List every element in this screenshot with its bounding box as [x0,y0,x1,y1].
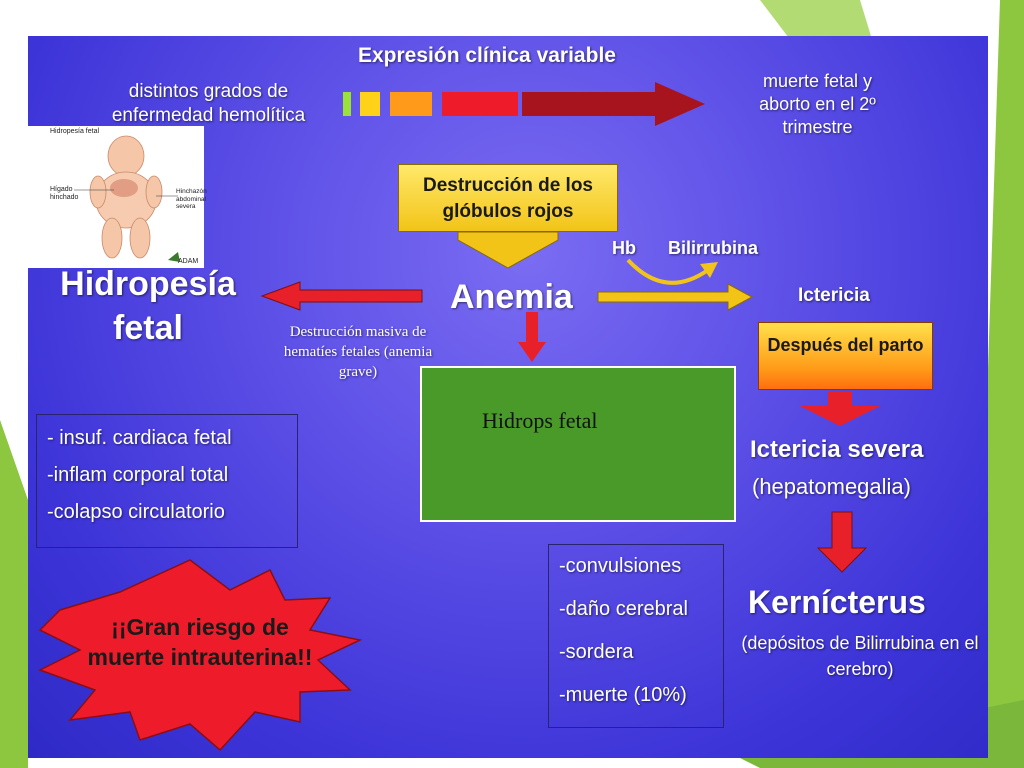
severity-segment-1 [343,92,351,116]
hepatomegalia-label: (hepatomegalia) [752,474,911,499]
illustration-label-swelling: Hinchazón abdominal severa [176,188,207,210]
severity-segment-3 [390,92,432,116]
baby-figure [74,135,180,262]
illustration-title: Hidropesía fetal [50,128,100,135]
bilirrubina-arrowhead [700,262,718,278]
arrow-down-to-anemia [457,231,559,269]
kernicterus-label: Kernícterus [748,584,926,620]
arrow-to-ictericia [597,283,754,311]
hydrops-symptom: -inflam corporal total [47,464,229,486]
arrow-down-to-ictericia-severa [800,392,880,426]
green-stripe-right [790,0,1024,768]
hidrops-overlay-text: Hidrops fetal [482,408,598,433]
illustration-label-liver: Hígado hinchado [50,186,79,201]
illustration-credit: ADAM [178,258,199,265]
hydrops-symptom: - insuf. cardiaca fetal [47,427,232,449]
anemia-label: Anemia [450,278,573,316]
kernicterus-symptom: -muerte (10%) [559,684,687,706]
severity-segment-4 [442,92,518,116]
kernicterus-symptom: -convulsiones [559,555,682,577]
after-birth-box: Después del parto [758,322,933,390]
destruction-box: Destrucción de los glóbulos rojos [398,164,618,232]
hydrops-symptom: -colapso circulatorio [47,501,225,523]
ictericia-severa-label: Ictericia severa [750,436,924,463]
severity-arrow [522,82,705,126]
arrow-down-from-anemia [518,312,546,362]
arrow-to-hidropesia [260,281,423,311]
hydrops-symptoms-box: - insuf. cardiaca fetal -inflam corporal… [36,414,298,548]
massive-destruction-label: Destrucción masiva de hematíes fetales (… [283,324,433,380]
hidrops-overlay-box: Hidrops fetal [420,366,736,522]
hemolytic-disease-label: distintos grados de enfermedad hemolític… [111,81,306,126]
risk-starburst-shape [38,559,363,752]
fetal-death-label: muerte fetal y aborto en el 2º trimestre [759,71,876,137]
ictericia-label: Ictericia [798,285,870,306]
hydrops-illustration: Hidropesía fetal Hígado hinchado Hinchaz… [28,126,207,268]
kernicterus-symptom: -daño cerebral [559,598,688,620]
arrow-down-to-kernicterus [816,511,868,573]
hb-bilirrubina-curve [626,258,710,285]
severity-segment-2 [360,92,380,116]
kernicterus-note: (depósitos de Bilirrubina en el cerebro) [741,633,979,679]
risk-starburst-text: ¡¡Gran riesgo de muerte intrauterina!! [87,614,313,670]
kernicterus-symptom: -sordera [559,641,634,663]
expression-title: Expresión clínica variable [358,44,616,67]
hidropesia-label: Hidropesía fetal [60,265,236,347]
kernicterus-symptoms-box: -convulsiones -daño cerebral -sordera -m… [548,544,724,728]
hb-label: Hb [612,238,636,258]
green-stripe-left [0,420,28,768]
bilirrubina-label: Bilirrubina [668,238,759,258]
